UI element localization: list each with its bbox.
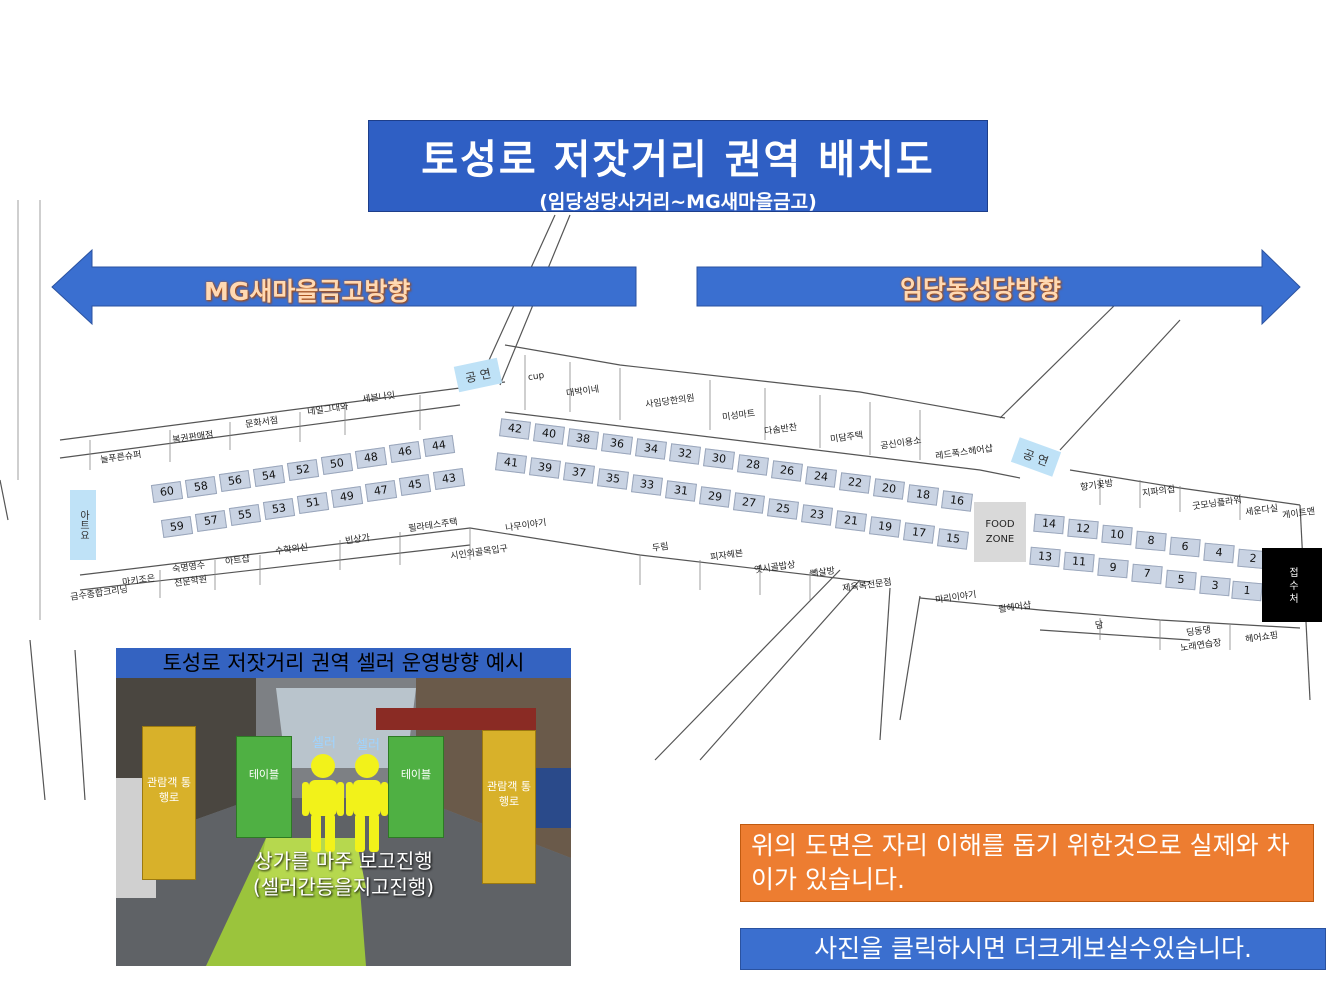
booth[interactable]: 8: [1135, 530, 1167, 552]
seller-label-right: 셀러: [356, 738, 380, 753]
booth[interactable]: 36: [601, 433, 633, 455]
food-zone: FOOD ZONE: [974, 502, 1026, 562]
booth[interactable]: 34: [635, 438, 667, 460]
seller-table-left: 테이블: [236, 736, 292, 838]
booth[interactable]: 6: [1169, 536, 1201, 558]
booth[interactable]: 28: [737, 454, 769, 476]
booth[interactable]: 40: [533, 423, 565, 445]
booth[interactable]: 33: [631, 474, 663, 496]
booth[interactable]: 35: [597, 468, 629, 490]
visitor-walkway-left: 관람객 통행로: [142, 726, 196, 880]
page-title: 토성로 저잣거리 권역 배치도: [421, 137, 935, 183]
booth[interactable]: 30: [703, 448, 735, 470]
booth[interactable]: 39: [529, 457, 561, 479]
booth[interactable]: 11: [1063, 551, 1095, 573]
booth[interactable]: 7: [1131, 563, 1163, 585]
left-direction-arrow: [51, 248, 637, 326]
right-direction-arrow: [696, 248, 1301, 326]
booth[interactable]: 10: [1101, 524, 1133, 546]
booth[interactable]: 21: [835, 510, 867, 532]
booth[interactable]: 23: [801, 504, 833, 526]
booth[interactable]: 4: [1203, 542, 1235, 564]
booth[interactable]: 26: [771, 460, 803, 482]
inset-caption-sub: (셀러간등을지고진행): [252, 875, 435, 899]
reception-desk: 접 수 처: [1262, 548, 1322, 622]
reception-label: 접 수 처: [1286, 566, 1298, 604]
store-label: 두림: [651, 541, 670, 555]
disclaimer-note: 위의 도면은 자리 이해를 돕기 위한것으로 실제와 차이가 있습니다.: [740, 824, 1314, 902]
booth[interactable]: 3: [1199, 575, 1231, 597]
booth[interactable]: 5: [1165, 569, 1197, 591]
booth[interactable]: 19: [869, 516, 901, 538]
booth[interactable]: 13: [1029, 546, 1061, 568]
visitor-walkway-right: 관람객 통행로: [482, 730, 536, 884]
seller-table-right: 테이블: [388, 736, 444, 838]
booth[interactable]: 22: [839, 472, 871, 494]
inset-caption: 상가를 마주 보고진행 (셀러간등을지고진행): [116, 848, 571, 900]
booth[interactable]: 9: [1097, 557, 1129, 579]
title-box: 토성로 저잣거리 권역 배치도 (임당성당사거리~MG새마을금고): [368, 120, 988, 213]
booth[interactable]: 41: [495, 452, 527, 474]
inset-caption-main: 상가를 마주 보고진행: [254, 849, 433, 873]
booth[interactable]: 27: [733, 492, 765, 514]
booth[interactable]: 16: [941, 490, 973, 512]
booth[interactable]: 42: [499, 418, 531, 440]
seller-label-left: 셀러: [312, 736, 336, 751]
booth[interactable]: 14: [1033, 513, 1065, 535]
page-subtitle: (임당성당사거리~MG새마을금고): [539, 191, 817, 213]
booth[interactable]: 12: [1067, 518, 1099, 540]
booth[interactable]: 20: [873, 478, 905, 500]
booth[interactable]: 18: [907, 484, 939, 506]
right-direction-label: 임당동성당방향: [900, 275, 1062, 304]
booth[interactable]: 17: [903, 522, 935, 544]
booth[interactable]: 29: [699, 486, 731, 508]
booth[interactable]: 38: [567, 428, 599, 450]
seller-operation-example-photo[interactable]: 토성로 저잣거리 권역 셀러 운영방향 예시 관람객 통행로 테이블 테이블 관…: [116, 648, 571, 966]
left-direction-label: MG새마을금고방향: [204, 277, 411, 306]
booth[interactable]: 25: [767, 498, 799, 520]
inset-title: 토성로 저잣거리 권역 셀러 운영방향 예시: [116, 648, 571, 678]
booth[interactable]: 31: [665, 480, 697, 502]
left-marker: 아트요: [70, 490, 96, 560]
booth[interactable]: 37: [563, 462, 595, 484]
booth[interactable]: 24: [805, 466, 837, 488]
booth[interactable]: 1: [1231, 580, 1263, 602]
booth[interactable]: 32: [669, 443, 701, 465]
click-to-enlarge-hint[interactable]: 사진을 클릭하시면 더크게보실수있습니다.: [740, 928, 1326, 970]
booth[interactable]: 15: [937, 528, 969, 550]
seller-figures-icon: [302, 754, 388, 852]
store-label: 담: [1094, 620, 1105, 632]
